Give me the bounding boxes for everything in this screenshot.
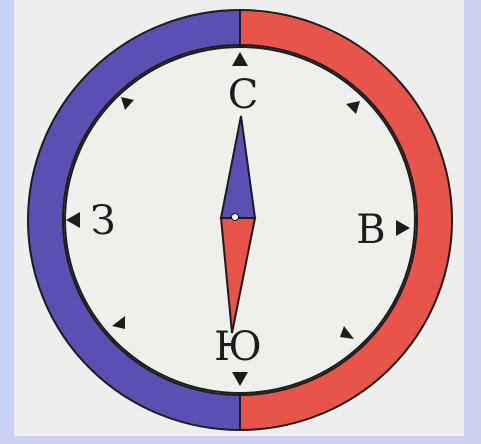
label-east: В [356, 207, 385, 253]
label-north: С [228, 72, 259, 118]
label-west: З [91, 198, 116, 244]
needle-pivot [232, 214, 239, 221]
label-south: Ю [214, 324, 262, 370]
